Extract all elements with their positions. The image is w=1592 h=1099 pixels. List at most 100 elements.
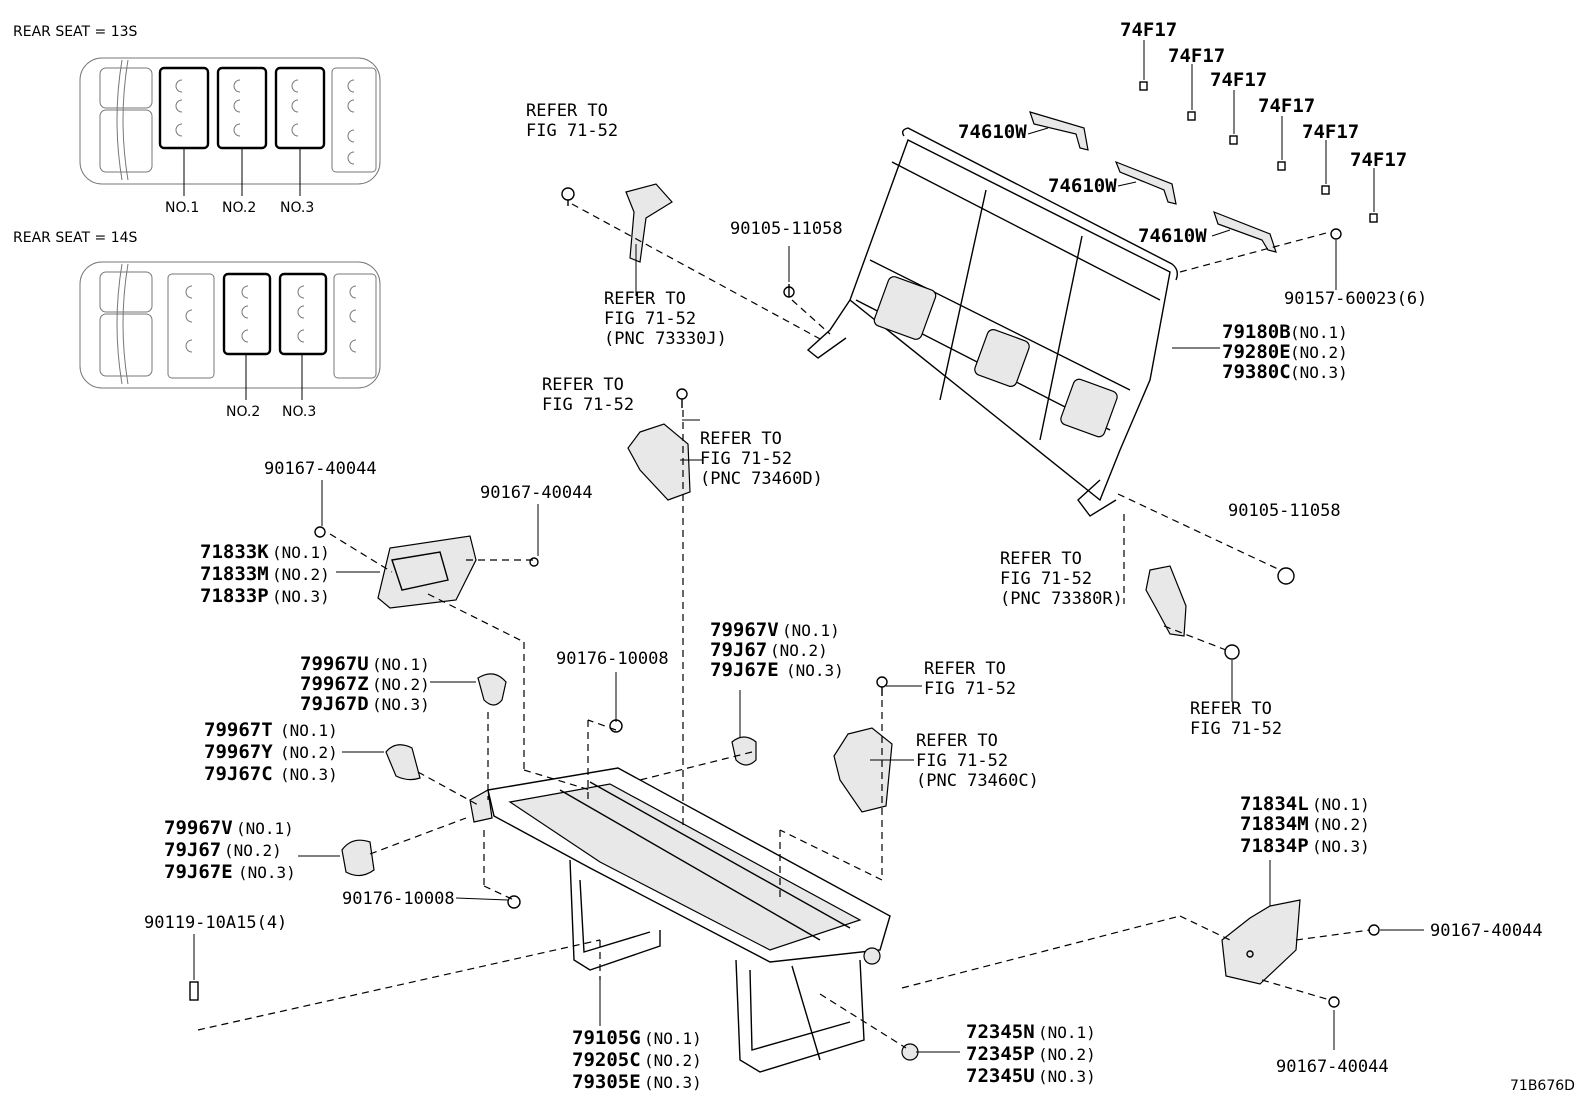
note-79j67-lower: (NO.2)	[224, 841, 282, 860]
label-72345u: 72345U	[966, 1065, 1035, 1087]
ref-top-line1: REFER TO	[526, 101, 608, 121]
note-79j67e-upper: (NO.3)	[786, 661, 844, 680]
inset-13s-seat-no1	[158, 66, 210, 150]
ref-73330j-line3: (PNC 73330J)	[604, 329, 727, 349]
label-79j67e-upper: 79J67E	[710, 659, 779, 681]
note-79967v-upper: (NO.1)	[782, 621, 840, 640]
label-79967v-upper: 79967V	[710, 619, 779, 641]
leader-lines	[193, 127, 1424, 1053]
seat-cushion-frame-drawing	[469, 767, 891, 1073]
ref-right-line2: FIG 71-52	[924, 679, 1016, 699]
label-79105g: 79105G	[572, 1027, 641, 1049]
note-79j67e-lower: (NO.3)	[238, 863, 296, 882]
label-90167-40044-c: 90167-40044	[1430, 921, 1543, 941]
note-79967z: (NO.2)	[372, 675, 430, 694]
note-79j67d: (NO.3)	[372, 695, 430, 714]
note-79967y: (NO.2)	[280, 743, 338, 762]
ref-73460c-line3: (PNC 73460C)	[916, 771, 1039, 791]
label-79967t: 79967T	[204, 719, 273, 741]
ref-73460c-line2: FIG 71-52	[916, 751, 1008, 771]
note-71834p: (NO.3)	[1312, 837, 1370, 856]
headrest-bracket-2	[1114, 160, 1177, 205]
label-79j67d: 79J67D	[300, 693, 369, 715]
note-71833k: (NO.1)	[272, 543, 330, 562]
label-79j67e-lower: 79J67E	[164, 861, 233, 883]
note-79967t: (NO.1)	[280, 721, 338, 740]
label-79967y: 79967Y	[204, 741, 273, 763]
label-74f17-3: 74F17	[1210, 69, 1267, 91]
note-71834m: (NO.2)	[1312, 815, 1370, 834]
label-71834l: 71834L	[1240, 793, 1309, 815]
inset-14s-label-no2: NO.2	[226, 404, 260, 420]
label-71833k: 71833K	[200, 541, 269, 563]
label-79967v-lower: 79967V	[164, 817, 233, 839]
side-cover-71833	[377, 535, 477, 609]
label-74610w-1: 74610W	[958, 121, 1027, 143]
inset-13s-seat-no2	[216, 66, 268, 150]
label-90167-40044-d: 90167-40044	[1276, 1057, 1389, 1077]
note-71834l: (NO.1)	[1312, 795, 1370, 814]
note-72345p: (NO.2)	[1038, 1045, 1096, 1064]
inset-14s-seat-no2	[222, 272, 272, 356]
ref-73460c-line1: REFER TO	[916, 731, 998, 751]
side-cover-71834	[1221, 899, 1301, 985]
note-79j67-upper: (NO.2)	[770, 641, 828, 660]
note-71833m: (NO.2)	[272, 565, 330, 584]
note-79380c: (NO.3)	[1290, 363, 1348, 382]
ref-73330j-line2: FIG 71-52	[604, 309, 696, 329]
note-79205c: (NO.2)	[644, 1051, 702, 1070]
bracket-73460c	[833, 727, 893, 813]
note-72345u: (NO.3)	[1038, 1067, 1096, 1086]
label-90105-11058-upper: 90105-11058	[730, 219, 843, 239]
note-79105g: (NO.1)	[644, 1029, 702, 1048]
label-90157-60023: 90157-60023(6)	[1284, 289, 1427, 309]
label-74f17-2: 74F17	[1168, 45, 1225, 67]
note-79280e: (NO.2)	[1290, 343, 1348, 362]
headrest-bracket-3	[1213, 210, 1277, 253]
label-90167-40044-a: 90167-40044	[264, 459, 377, 479]
ref-mid-line1: REFER TO	[542, 375, 624, 395]
bracket-73330j	[625, 183, 673, 263]
label-90105-11058-right: 90105-11058	[1228, 501, 1341, 521]
inset-14s-seat-extra-right	[333, 273, 377, 379]
note-72345n: (NO.1)	[1038, 1023, 1096, 1042]
part-74f17-pins	[1139, 40, 1378, 223]
inset-14s: REAR SEAT = 14S NO.2 NO.3	[13, 230, 381, 420]
label-79967z: 79967Z	[300, 673, 369, 695]
label-74f17-6: 74F17	[1350, 149, 1407, 171]
inset-14s-label-no3: NO.3	[282, 404, 316, 420]
inset-13s-label-no3: NO.3	[280, 200, 314, 216]
label-79380c: 79380C	[1222, 361, 1291, 383]
label-79j67c: 79J67C	[204, 763, 273, 785]
inset-13s-label-no1: NO.1	[165, 200, 199, 216]
note-71833p: (NO.3)	[272, 587, 330, 606]
label-90176-10008-lower: 90176-10008	[342, 889, 455, 909]
inset-13s-side-seat-icon	[99, 59, 153, 181]
label-79180b: 79180B	[1222, 321, 1291, 343]
cover-79967u	[477, 673, 507, 706]
label-79967u: 79967U	[300, 653, 369, 675]
inset-13s-outline	[79, 57, 381, 185]
label-79j67-upper: 79J67	[710, 639, 767, 661]
cover-79967v-lower	[341, 839, 375, 877]
ref-73460d-line2: FIG 71-52	[700, 449, 792, 469]
label-90176-10008-upper: 90176-10008	[556, 649, 669, 669]
inset-14s-title: REAR SEAT = 14S	[13, 230, 138, 246]
label-71834p: 71834P	[1240, 835, 1309, 857]
label-71833m: 71833M	[200, 563, 269, 585]
label-74f17-5: 74F17	[1302, 121, 1359, 143]
label-72345n: 72345N	[966, 1021, 1035, 1043]
inset-14s-outline	[79, 261, 381, 389]
cover-79967v-upper	[731, 736, 757, 766]
ref-far-right-line2: FIG 71-52	[1190, 719, 1282, 739]
label-90119-10a15: 90119-10A15(4)	[144, 913, 287, 933]
label-74610w-3: 74610W	[1138, 225, 1207, 247]
bracket-73380r	[1145, 565, 1187, 637]
inset-13s-title: REAR SEAT = 13S	[13, 24, 138, 40]
inset-14s-side-seat-icon	[99, 263, 153, 385]
label-79280e: 79280E	[1222, 341, 1291, 363]
ref-73460d-line1: REFER TO	[700, 429, 782, 449]
ref-73330j-line1: REFER TO	[604, 289, 686, 309]
ref-73380r-line2: FIG 71-52	[1000, 569, 1092, 589]
inset-13s-seat-no3	[274, 66, 326, 150]
